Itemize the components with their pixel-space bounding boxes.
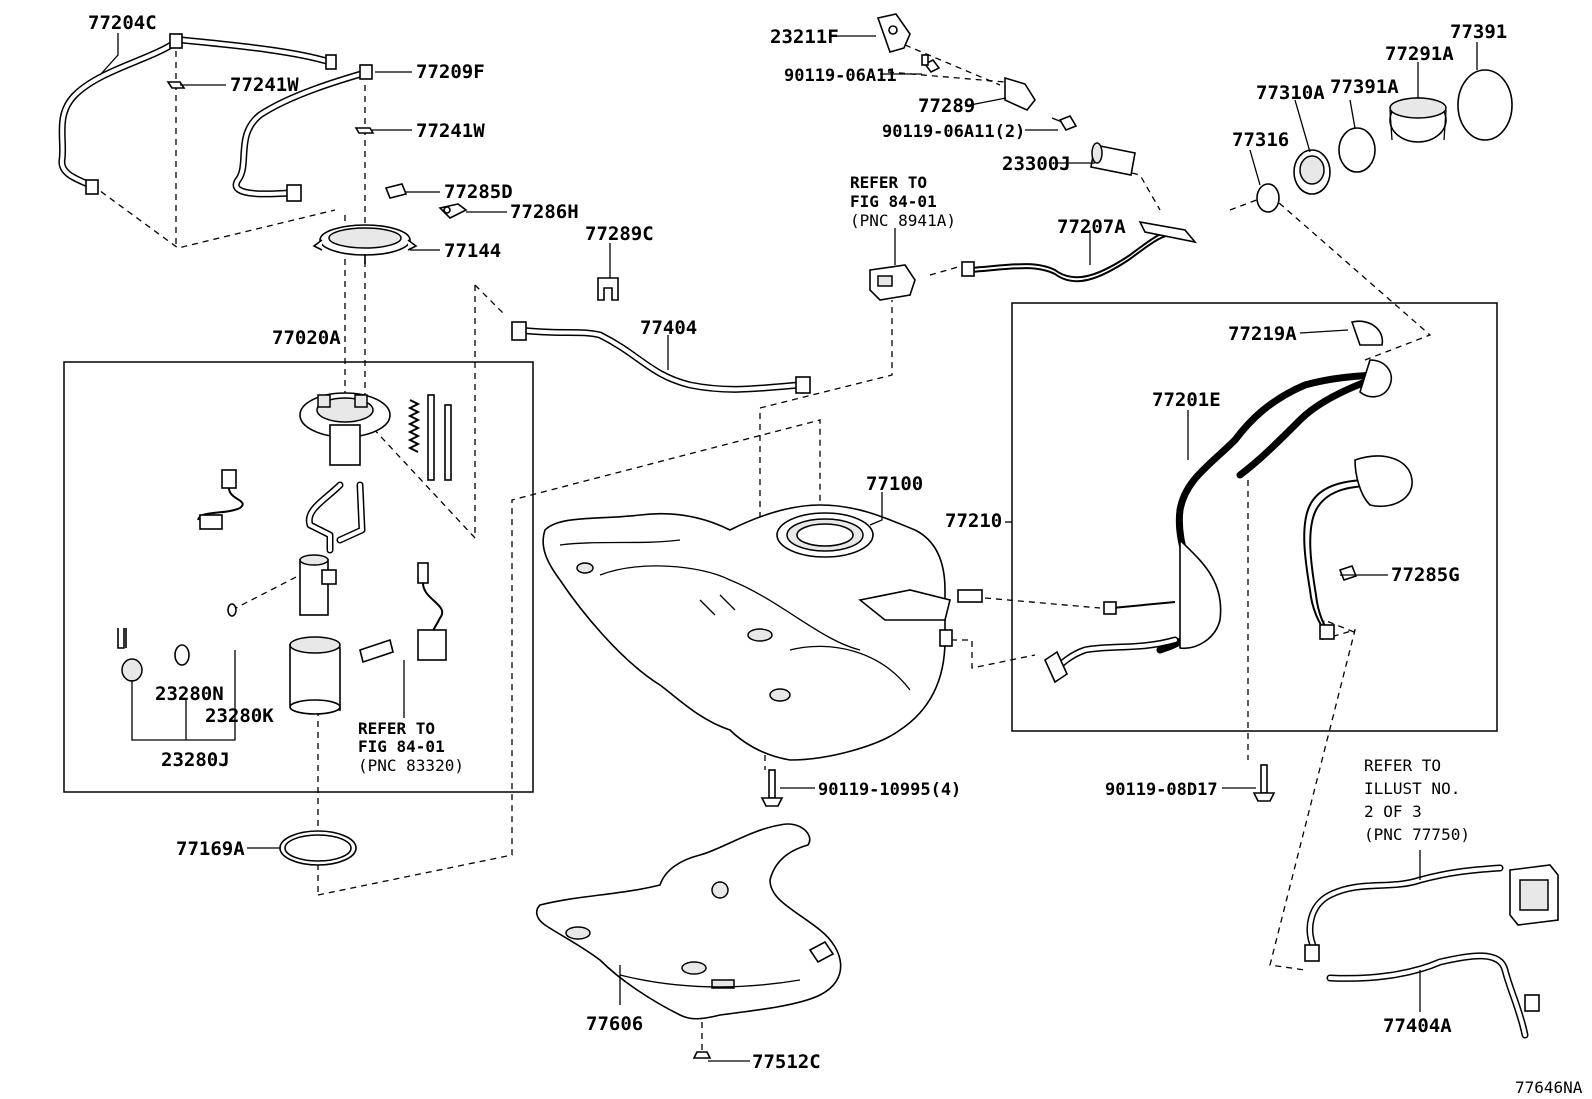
clip-77512C — [692, 1051, 712, 1059]
label-77144: 77144 — [444, 240, 501, 262]
label-23280K: 23280K — [205, 705, 274, 727]
label-77391: 77391 — [1450, 21, 1507, 43]
bolt-90119-10995 — [760, 769, 784, 807]
vent-tube-right — [1303, 455, 1413, 640]
fuel-sender — [359, 562, 447, 664]
refer-line-2: ILLUST NO. — [1364, 779, 1460, 798]
label-23211F: 23211F — [770, 26, 839, 48]
leader-lines — [99, 33, 1478, 1062]
fuel-tank-77100 — [542, 504, 983, 761]
valve-fig84 — [869, 228, 916, 301]
refer-line-2: FIG 84-01 — [358, 737, 445, 756]
label-77291A: 77291A — [1385, 43, 1454, 65]
vent-tube-77207A — [961, 220, 1198, 283]
refer-note-fig84-pump: REFER TO FIG 84-01 (PNC 83320) — [358, 719, 464, 775]
tube-77404 — [511, 321, 811, 394]
spring-and-rods — [407, 394, 452, 481]
fuel-pump-assembly-box — [63, 361, 534, 793]
label-77512C: 77512C — [752, 1051, 821, 1073]
refer-line-3: 2 OF 3 — [1364, 802, 1422, 821]
pump-housing — [289, 636, 341, 715]
refer-line-4: (PNC 77750) — [1364, 825, 1470, 844]
label-77219A: 77219A — [1228, 323, 1297, 345]
bolt-90119-06A11-2 — [1051, 115, 1078, 131]
label-23280J: 23280J — [161, 749, 230, 771]
label-77209F: 77209F — [416, 61, 485, 83]
label-77201E: 77201E — [1152, 389, 1221, 411]
cap-parts — [1256, 69, 1513, 213]
refer-line-3: (PNC 83320) — [358, 756, 464, 775]
label-77285D: 77285D — [444, 181, 513, 203]
gasket-77169A-inner — [284, 834, 352, 862]
label-77310A: 77310A — [1256, 82, 1325, 104]
label-90119-10995: 90119-10995(4) — [818, 780, 961, 800]
label-77404A: 77404A — [1383, 1015, 1452, 1037]
label-77286H: 77286H — [510, 201, 579, 223]
ring-77316 — [1256, 183, 1280, 213]
fuel-pump — [299, 554, 337, 616]
fuel-pump-flange — [299, 392, 391, 466]
refer-line-1: REFER TO — [850, 173, 927, 192]
label-77404: 77404 — [640, 317, 697, 339]
refer-note-fig84-top: REFER TO FIG 84-01 (PNC 8941A) — [850, 173, 956, 230]
label-77289C: 77289C — [585, 223, 654, 245]
gasket-77391 — [1457, 69, 1513, 141]
label-77020A: 77020A — [272, 327, 341, 349]
canister-23300J — [1090, 142, 1136, 176]
label-77241W-a: 77241W — [230, 74, 299, 96]
label-90119-06A11: 90119-06A11 — [784, 66, 897, 86]
label-77210: 77210 — [945, 510, 1002, 532]
refer-line-3: (PNC 8941A) — [850, 211, 956, 230]
gasket-77391A — [1338, 127, 1376, 173]
sensor-23211F — [876, 13, 911, 53]
label-90119-06A11-2: 90119-06A11(2) — [882, 122, 1025, 142]
clip-77241W-a — [166, 81, 186, 89]
clip-77289C — [597, 277, 619, 301]
label-77289: 77289 — [918, 95, 975, 117]
retainer-ring-77144 — [312, 224, 418, 264]
label-77207A: 77207A — [1057, 216, 1126, 238]
o-ring-small — [227, 603, 237, 617]
label-77204C: 77204C — [88, 12, 157, 34]
label-90119-08D17: 90119-08D17 — [1105, 780, 1218, 800]
clip-77241W-b — [354, 127, 375, 134]
refer-line-2: FIG 84-01 — [850, 192, 937, 211]
label-77285G: 77285G — [1391, 564, 1460, 586]
connector-77285D — [384, 183, 408, 199]
label-23300J: 23300J — [1002, 153, 1071, 175]
bolt-90119-06A11 — [921, 54, 941, 74]
hose-77404A — [1304, 864, 1559, 1039]
tube-77204C — [58, 33, 337, 195]
clip-77219A — [1350, 320, 1384, 346]
bracket-77286H — [438, 203, 468, 219]
label-77606: 77606 — [586, 1013, 643, 1035]
part-labels: 77204C 77241W 77209F 77241W 77285D 77286… — [88, 12, 1507, 1073]
bolt-90119-08D17 — [1252, 764, 1276, 802]
label-77169A: 77169A — [176, 838, 245, 860]
bracket-77289 — [1004, 76, 1036, 111]
filter-23280J-parts — [117, 628, 236, 741]
refer-note-illust: REFER TO ILLUST NO. 2 OF 3 (PNC 77750) — [1364, 756, 1470, 844]
refer-line-1: REFER TO — [358, 719, 435, 738]
protector-77606 — [535, 823, 842, 1020]
diagram-code: 77646NA — [1515, 1078, 1583, 1097]
pump-tubes — [305, 481, 366, 554]
filler-pipe-77201E — [1043, 359, 1392, 684]
label-77241W-b: 77241W — [416, 120, 485, 142]
label-77100: 77100 — [866, 473, 923, 495]
label-77391A: 77391A — [1330, 76, 1399, 98]
pump-harness — [197, 469, 244, 530]
tube-77209F — [232, 64, 373, 202]
label-23280N: 23280N — [155, 683, 224, 705]
filler-pipe-assembly-box — [1011, 302, 1498, 732]
label-77316: 77316 — [1232, 129, 1289, 151]
refer-line-1: REFER TO — [1364, 756, 1441, 775]
